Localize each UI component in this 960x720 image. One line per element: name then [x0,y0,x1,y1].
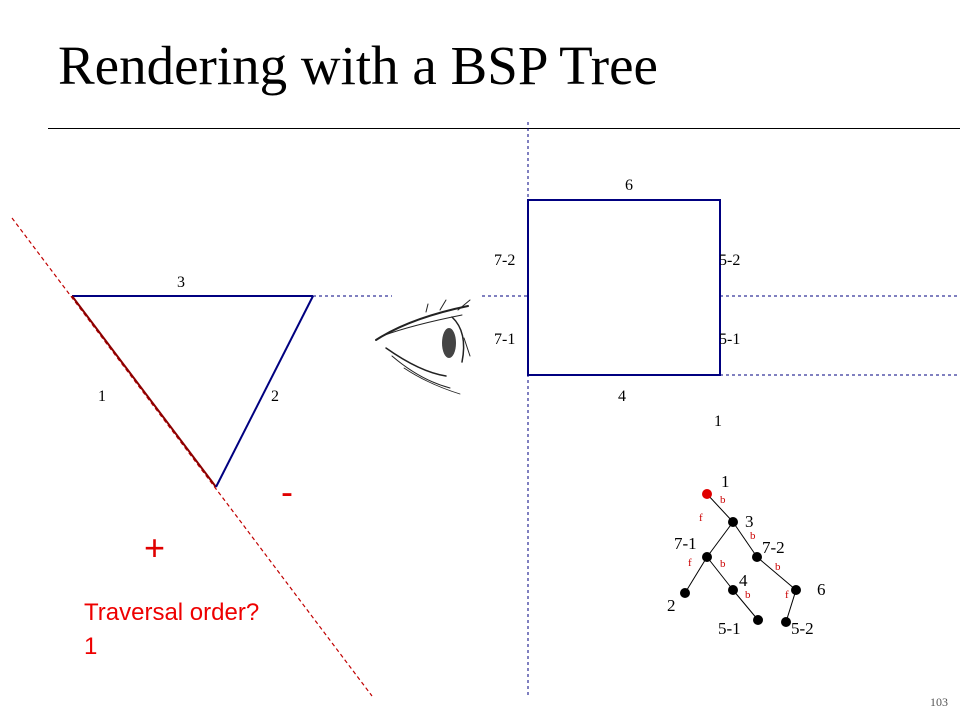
tree-edge-3-7-2 [732,521,758,558]
tree-label-2: 2 [667,596,676,615]
square-label-6: 6 [625,177,633,194]
tree-node-7-2 [752,552,762,562]
triangle-label-1: 1 [98,388,106,405]
tree-edge-label-f-7-1: f [688,557,692,569]
tree-edge-7-1-4 [706,556,734,591]
triangle-label-3: 3 [177,274,185,291]
tree-edge-7-2-6 [756,556,797,591]
square-label-4: 4 [618,388,626,405]
tree-label-4: 4 [739,571,748,590]
tree-label-7-2: 7-2 [762,538,785,557]
tree-node-4 [728,585,738,595]
tree-node-3 [728,517,738,527]
tree-node-5-1 [753,615,763,625]
traversal-text: Traversal order? 1 [84,596,259,664]
tree-label-1: 1 [721,472,730,491]
square [527,199,721,376]
square-label-5-2: 5-2 [719,252,740,269]
traversal-question: Traversal order? [84,599,260,626]
tree-node-6 [791,585,801,595]
page-number: 103 [930,695,948,709]
tree-edge-label-f-6: f [785,589,789,601]
tree-node-1 [702,489,712,499]
tree-edge-label-b-1: b [720,494,726,506]
traversal-answer: 1 [84,633,98,660]
minus-side-label: - [281,471,293,512]
square-label-7-1: 7-1 [494,331,515,348]
tree-node-2 [680,588,690,598]
triangle-edge-2 [215,295,314,488]
tree-label-7-1: 7-1 [674,534,697,553]
slide-title: Rendering with a BSP Tree [58,35,658,96]
tree-edge-label-f-1: f [699,512,703,524]
tree-edge-label-b-7-1: b [720,558,726,570]
tree-edge-1-3 [706,493,734,523]
tree-node-7-1 [702,552,712,562]
tree-label-5-2: 5-2 [791,619,814,638]
tree-edge-7-1-2 [684,556,708,594]
square-label-1: 1 [714,413,722,430]
tree-edge-3-7-1 [706,521,734,558]
triangle-edge-1 [71,295,217,488]
tree-edge-label-b-7-2: b [775,561,781,573]
triangle-label-2: 2 [271,388,279,405]
title-divider [48,128,960,129]
tree-edge-label-b-4: b [745,589,751,601]
square-label-5-1: 5-1 [719,331,740,348]
tree-edge-label-b-3: b [750,530,756,542]
tree-label-3: 3 [745,512,754,531]
eye-icon [375,299,471,395]
bsp-tree [680,489,801,627]
tree-edge-6-5-2 [785,589,797,623]
tree-label-5-1: 5-1 [718,619,741,638]
plus-side-label: + [144,527,165,568]
pupil [442,328,456,358]
splitting-plane-1 [11,217,373,697]
tree-label-6: 6 [817,580,826,599]
square-label-7-2: 7-2 [494,252,515,269]
triangle [71,295,314,488]
tree-edge-4-5-1 [732,589,759,621]
tree-node-5-2 [781,617,791,627]
